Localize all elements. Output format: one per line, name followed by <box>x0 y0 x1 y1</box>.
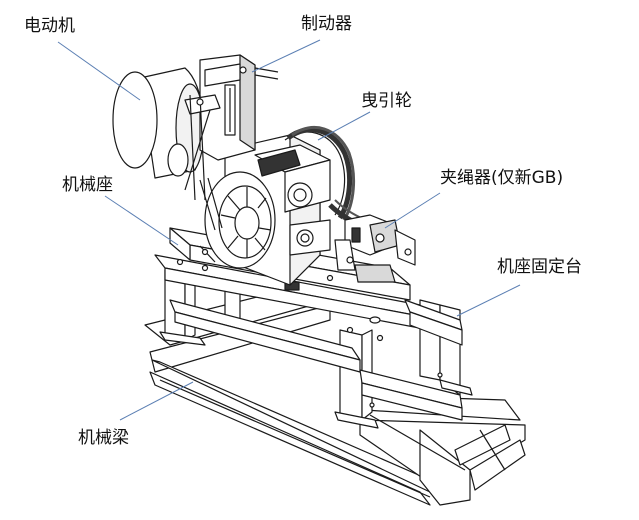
end-cover <box>204 171 276 269</box>
leader-lines <box>57 39 521 421</box>
leader-machine-beam <box>119 381 194 421</box>
base-platform <box>154 254 473 429</box>
label-traction-sheave: 曳引轮 <box>361 91 412 111</box>
label-rope-gripper: 夹绳器(仅新GB) <box>440 168 564 188</box>
motor <box>112 67 205 179</box>
leader-machine-base <box>104 195 179 246</box>
leader-rope-gripper <box>384 192 441 229</box>
label-machine-beam: 机械梁 <box>78 428 129 448</box>
rope-gripper <box>334 214 416 283</box>
label-machine-base: 机械座 <box>62 175 113 195</box>
leader-motor <box>57 41 141 101</box>
leader-brake <box>251 39 321 73</box>
label-brake: 制动器 <box>301 14 352 34</box>
leader-base-platform <box>456 284 521 317</box>
brake <box>184 54 279 231</box>
label-base-platform: 机座固定台 <box>497 257 582 277</box>
label-motor: 电动机 <box>24 16 75 36</box>
leader-traction-sheave <box>317 111 371 141</box>
